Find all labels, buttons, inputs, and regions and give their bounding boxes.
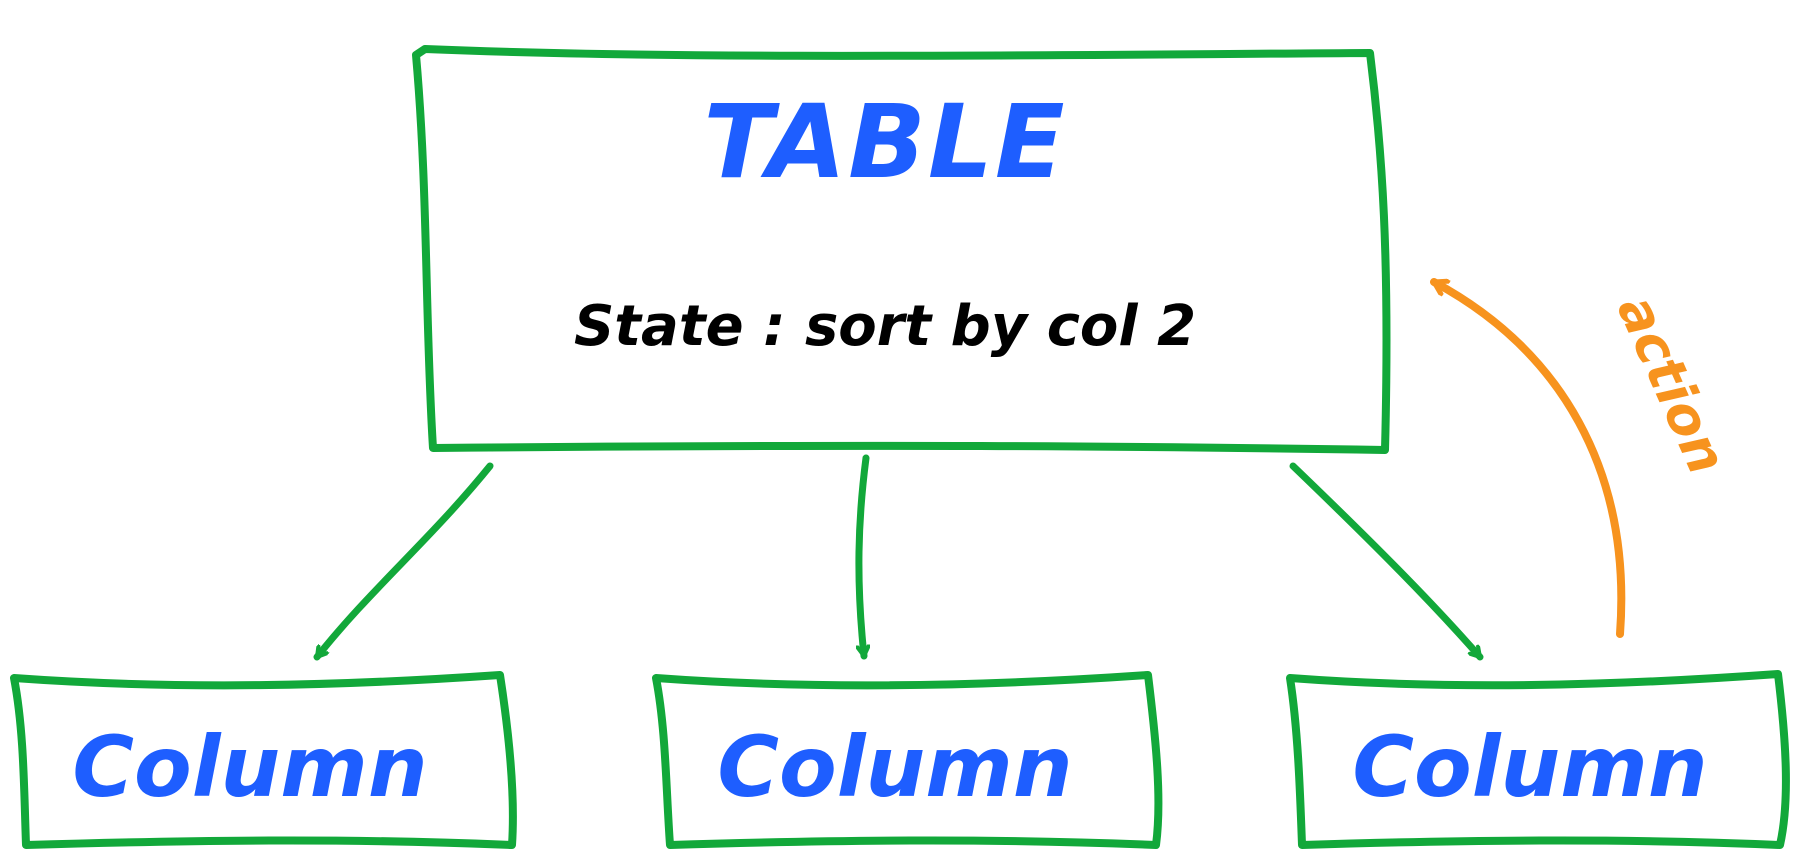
table-title: TABLE	[703, 83, 1066, 202]
table-box: TABLE State : sort by col 2	[412, 45, 1391, 454]
action-label: action	[1605, 286, 1739, 484]
column-box-1: Column	[10, 671, 517, 849]
column-box-2-border	[652, 671, 1163, 849]
arrow-table-to-column-2	[855, 454, 866, 660]
table-state-label: State : sort by col 2	[574, 294, 1196, 359]
action-arrow-group: action	[1430, 278, 1739, 638]
column-2-label: Column	[717, 718, 1072, 816]
column-box-3: Column	[1286, 670, 1790, 849]
arrow-table-to-column-3	[1289, 462, 1484, 661]
column-3-label: Column	[1352, 718, 1707, 816]
column-box-3-border	[1286, 670, 1790, 849]
column-box-1-border	[10, 671, 517, 849]
table-box-border	[412, 45, 1391, 454]
action-arrow	[1430, 278, 1626, 638]
table-to-columns-arrows	[313, 454, 1484, 661]
column-box-2: Column	[652, 671, 1163, 849]
column-1-label: Column	[72, 718, 427, 816]
arrow-table-to-column-1	[313, 462, 494, 661]
